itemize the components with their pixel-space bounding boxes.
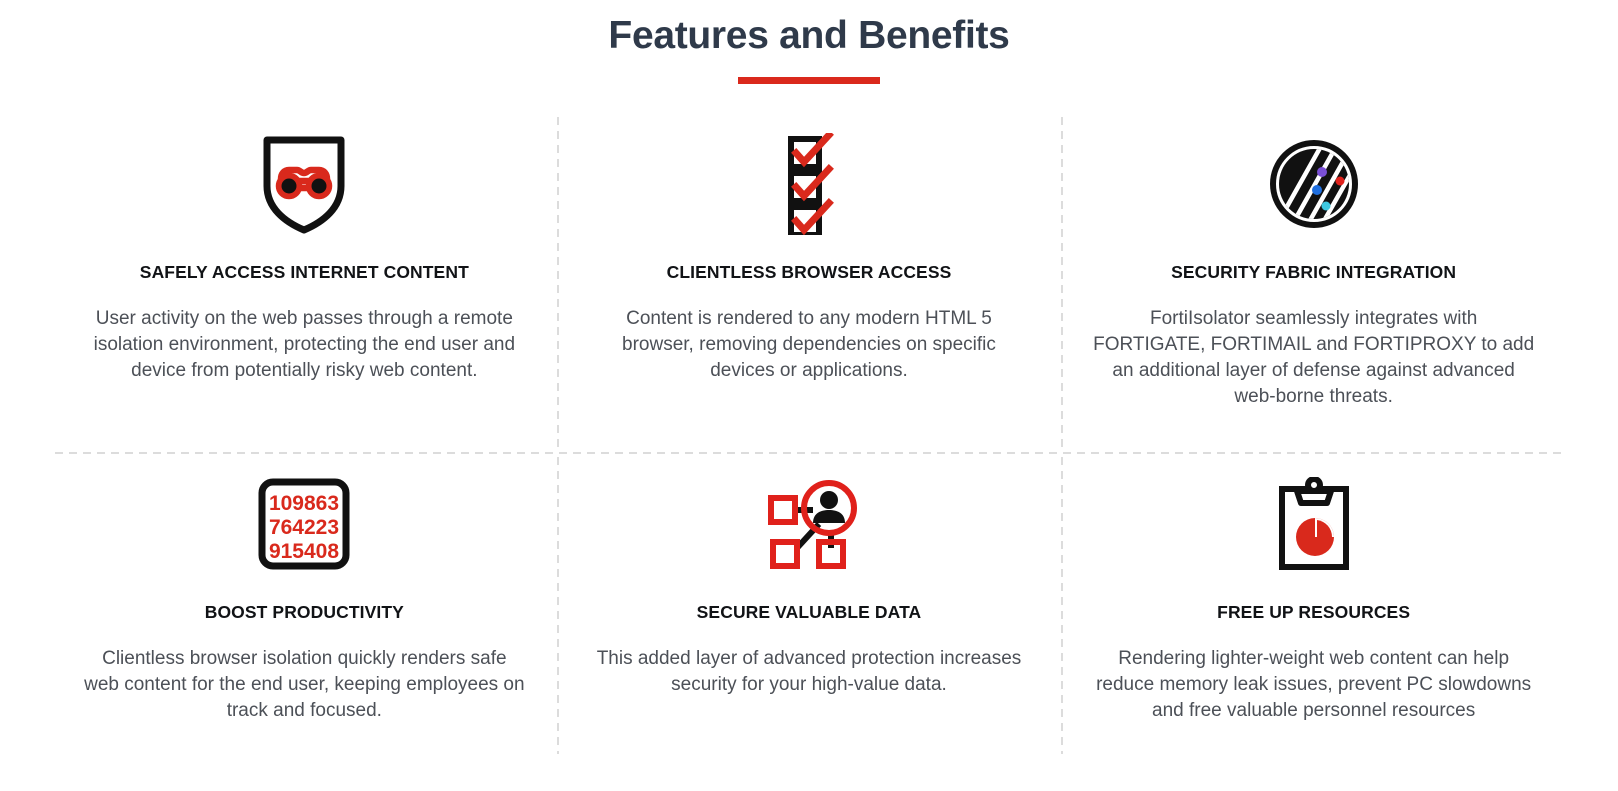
- security-fabric-circle-icon: [1266, 132, 1362, 236]
- feature-card-boost-productivity: 109863 764223 915408 BOOST PRODUCTIVITY …: [52, 454, 557, 754]
- keypad-digits-row-2: 764223: [269, 516, 339, 539]
- features-grid: SAFELY ACCESS INTERNET CONTENT User acti…: [52, 84, 1566, 754]
- feature-card-safely-access-internet-content: SAFELY ACCESS INTERNET CONTENT User acti…: [52, 114, 557, 452]
- card-text: Rendering lighter-weight web content can…: [1096, 647, 1532, 722]
- card-text: This added layer of advanced protection …: [596, 647, 1022, 695]
- card-text: FortiIsolator seamlessly integrates with…: [1093, 307, 1535, 408]
- clipboard-pie-chart-icon: [1277, 472, 1351, 576]
- feature-card-free-up-resources: FREE UP RESOURCES Rendering lighter-weig…: [1061, 454, 1566, 754]
- numeric-keypad-icon: 109863 764223 915408: [257, 472, 351, 576]
- card-title: SECURITY FABRIC INTEGRATION: [1171, 261, 1457, 282]
- column-divider-3: [556, 453, 559, 754]
- row-divider: [52, 451, 1566, 454]
- column-divider-2: [1061, 113, 1064, 452]
- keypad-digits-row-1: 109863: [269, 492, 339, 515]
- card-title: SECURE VALUABLE DATA: [696, 601, 922, 622]
- features-row-2: 109863 764223 915408 BOOST PRODUCTIVITY …: [52, 453, 1566, 754]
- feature-card-security-fabric-integration: SECURITY FABRIC INTEGRATION FortiIsolato…: [1061, 114, 1566, 452]
- card-title: FREE UP RESOURCES: [1217, 601, 1411, 622]
- title-underline-rule: [738, 76, 880, 84]
- feature-card-clientless-browser-access: CLIENTLESS BROWSER ACCESS Content is ren…: [557, 114, 1062, 452]
- features-row-1: SAFELY ACCESS INTERNET CONTENT User acti…: [52, 113, 1566, 452]
- user-network-icon: [761, 472, 857, 576]
- feature-card-secure-valuable-data: SECURE VALUABLE DATA This added layer of…: [557, 454, 1062, 754]
- card-title: CLIENTLESS BROWSER ACCESS: [666, 261, 952, 282]
- card-title: SAFELY ACCESS INTERNET CONTENT: [139, 261, 469, 282]
- page-title: Features and Benefits: [608, 14, 1010, 57]
- keypad-digits-row-3: 915408: [269, 540, 339, 563]
- checklist-icon: [781, 132, 837, 236]
- card-text: Content is rendered to any modern HTML 5…: [622, 307, 996, 382]
- section-header: Features and Benefits: [0, 0, 1618, 84]
- card-text: Clientless browser isolation quickly ren…: [84, 647, 525, 722]
- card-text: User activity on the web passes through …: [93, 307, 516, 382]
- shield-binoculars-icon: [261, 132, 347, 236]
- column-divider-4: [1061, 453, 1064, 754]
- card-title: BOOST PRODUCTIVITY: [204, 601, 404, 622]
- column-divider-1: [556, 113, 559, 452]
